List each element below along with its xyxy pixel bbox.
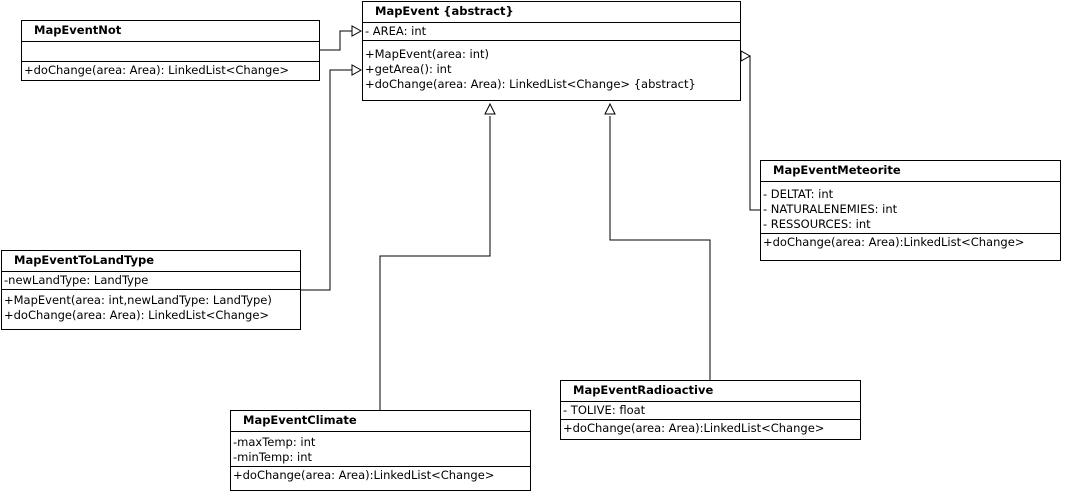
methods-section: +doChange(area: Area):LinkedList<Change> <box>561 420 860 437</box>
class-mapeventclimate[interactable]: MapEventClimate -maxTemp: int -minTemp: … <box>230 410 531 491</box>
attribute: - NATURALENEMIES: int <box>763 202 898 216</box>
attributes-section: - DELTAT: int - NATURALENEMIES: int - RE… <box>761 182 1060 234</box>
attribute: -maxTemp: int <box>233 435 316 449</box>
method: +MapEvent(area: int,newLandType: LandTyp… <box>4 293 272 307</box>
attributes-section: -maxTemp: int -minTemp: int <box>231 432 530 467</box>
class-mapeventradioactive[interactable]: MapEventRadioactive - TOLIVE: float +doC… <box>560 380 861 440</box>
edge-climate-to-mapevent <box>379 116 491 410</box>
methods-section: +doChange(area: Area):LinkedList<Change> <box>231 467 530 484</box>
method: +doChange(area: Area): LinkedList<Change… <box>24 63 290 77</box>
attributes-section: - AREA: int <box>363 23 740 41</box>
attributes-section: - TOLIVE: float <box>561 402 860 420</box>
attributes-section: -newLandType: LandType <box>2 272 300 290</box>
arrowhead-tolandtype <box>351 64 363 76</box>
attribute: -minTemp: int <box>233 450 313 464</box>
attributes-section <box>22 42 319 62</box>
method: +MapEvent(area: int) <box>365 47 489 61</box>
methods-section: +MapEvent(area: int,newLandType: LandTyp… <box>2 290 300 324</box>
method: +doChange(area: Area):LinkedList<Change> <box>563 421 825 435</box>
edge-tolandtype-to-mapevent <box>301 69 355 291</box>
methods-section: +doChange(area: Area):LinkedList<Change> <box>761 234 1060 251</box>
class-title: MapEvent {abstract} <box>363 2 740 23</box>
attribute: - AREA: int <box>365 24 427 38</box>
method: +doChange(area: Area): LinkedList<Change… <box>365 77 696 91</box>
method: +getArea(): int <box>365 62 452 76</box>
attribute: - TOLIVE: float <box>563 403 646 417</box>
class-mapeventnot[interactable]: MapEventNot +doChange(area: Area): Linke… <box>21 20 320 81</box>
arrowhead-meteorite <box>740 50 752 62</box>
edge-meteorite-to-mapevent <box>748 55 760 211</box>
class-title: MapEventToLandType <box>2 251 300 272</box>
class-mapeventmeteorite[interactable]: MapEventMeteorite - DELTAT: int - NATURA… <box>760 160 1061 261</box>
arrowhead-not <box>351 25 363 37</box>
class-title: MapEventMeteorite <box>761 161 1060 182</box>
class-mapevent[interactable]: MapEvent {abstract} - AREA: int +MapEven… <box>362 1 741 101</box>
arrowhead-radioactive <box>604 102 616 115</box>
edge-not-to-mapevent <box>320 30 355 51</box>
arrowhead-climate <box>484 102 496 115</box>
attribute: - DELTAT: int <box>763 187 834 201</box>
methods-section: +doChange(area: Area): LinkedList<Change… <box>22 62 319 79</box>
method: +doChange(area: Area):LinkedList<Change> <box>233 468 495 482</box>
method: +doChange(area: Area):LinkedList<Change> <box>763 235 1025 249</box>
class-title: MapEventClimate <box>231 411 530 432</box>
class-mapeventtolandtype[interactable]: MapEventToLandType -newLandType: LandTyp… <box>1 250 301 330</box>
class-title: MapEventNot <box>22 21 319 42</box>
attribute: - RESSOURCES: int <box>763 217 871 231</box>
attribute: -newLandType: LandType <box>4 273 149 287</box>
edge-radioactive-to-mapevent <box>609 116 711 380</box>
class-title: MapEventRadioactive <box>561 381 860 402</box>
methods-section: +MapEvent(area: int) +getArea(): int +do… <box>363 41 740 93</box>
method: +doChange(area: Area): LinkedList<Change… <box>4 308 270 322</box>
